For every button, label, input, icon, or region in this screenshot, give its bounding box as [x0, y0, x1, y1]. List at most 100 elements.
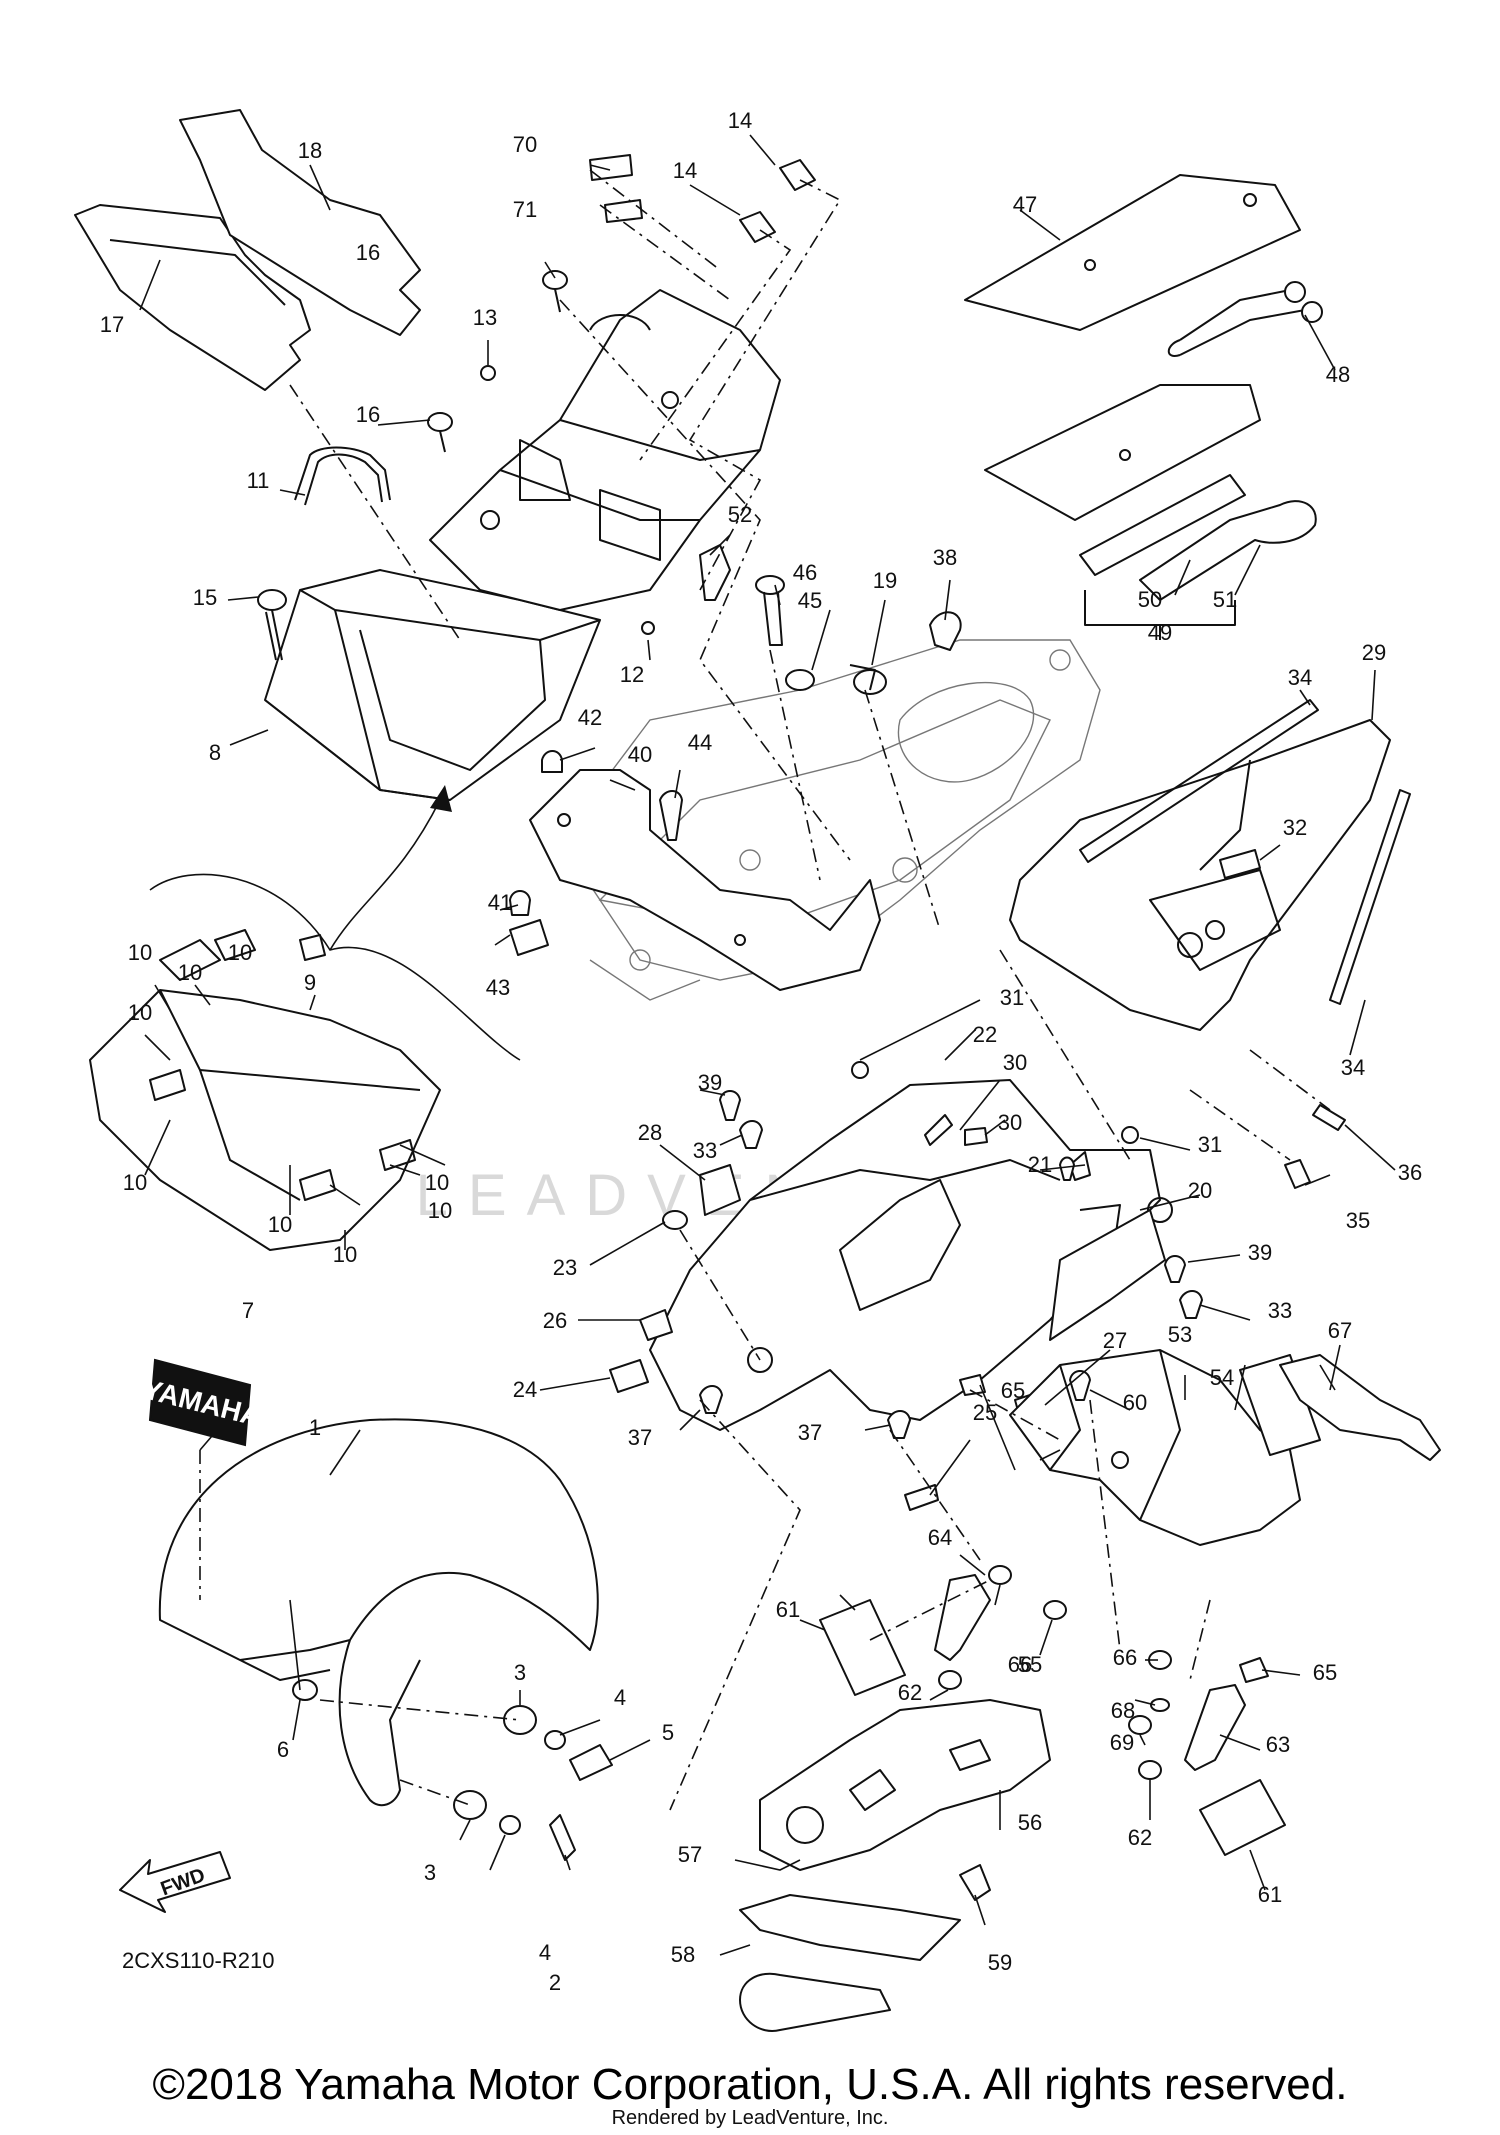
callout-37: 37: [798, 1420, 822, 1445]
nut-31a: [851, 1061, 869, 1079]
nut-55: [1043, 1600, 1067, 1620]
clip-59: [959, 1864, 991, 1901]
nut-62a: [938, 1670, 962, 1690]
callout-32: 32: [1283, 815, 1307, 840]
callout-10: 10: [428, 1198, 452, 1223]
damper-4a: [544, 1730, 566, 1750]
callout-65: 65: [1313, 1660, 1337, 1685]
battery-strap-11: [294, 446, 391, 506]
block-43: [509, 919, 549, 956]
callout-69: 69: [1110, 1730, 1134, 1755]
nut-13: [480, 365, 496, 381]
seat-tray-assembly: [429, 289, 781, 611]
callout-14: 14: [673, 158, 697, 183]
callout-31: 31: [1000, 985, 1024, 1010]
callout-66: 66: [1008, 1652, 1032, 1677]
callout-63: 63: [1266, 1732, 1290, 1757]
tail-cowl-29: [1009, 719, 1391, 1031]
tool-bag-49: [984, 384, 1261, 521]
inset-arrow: [329, 799, 441, 951]
nut-31b: [1121, 1126, 1139, 1144]
clips-14: [739, 159, 816, 243]
callout-33: 33: [1268, 1298, 1292, 1323]
screw-44: [659, 790, 683, 841]
fwd-arrow-icon: FWD: [119, 1851, 231, 1913]
callout-30: 30: [998, 1110, 1022, 1135]
callout-47: 47: [1013, 192, 1037, 217]
callout-23: 23: [553, 1255, 577, 1280]
callout-35: 35: [1346, 1208, 1370, 1233]
callout-29: 29: [1362, 640, 1386, 665]
collar-3a: [503, 1705, 537, 1735]
callout-10: 10: [333, 1242, 357, 1267]
inset-arrowhead-icon: [430, 785, 452, 812]
rivet-37b: [887, 1410, 911, 1439]
callout-21: 21: [1028, 1152, 1052, 1177]
bolt-2: [549, 1814, 576, 1861]
callout-58: 58: [671, 1942, 695, 1967]
collar-3b: [453, 1790, 487, 1820]
rivet-33a: [739, 1120, 763, 1149]
callout-1: 1: [309, 1415, 321, 1440]
clip-25: [904, 1484, 939, 1511]
callout-49: 49: [1148, 620, 1172, 645]
washer-45: [785, 669, 815, 691]
callout-18: 18: [298, 138, 322, 163]
callout-62: 62: [1128, 1825, 1152, 1850]
copyright-notice: ©2018 Yamaha Motor Corporation, U.S.A. A…: [152, 2060, 1348, 2109]
callout-10: 10: [425, 1170, 449, 1195]
callout-3: 3: [514, 1660, 526, 1685]
callout-4: 4: [539, 1940, 551, 1965]
callout-9: 9: [304, 970, 316, 995]
strip-34-lower: [1329, 789, 1411, 1005]
grommet-42: [541, 750, 563, 773]
callout-53: 53: [1168, 1322, 1192, 1347]
clip-28: [699, 1164, 741, 1216]
callout-27: 27: [1103, 1328, 1127, 1353]
callout-39: 39: [1248, 1240, 1272, 1265]
bracket-63: [1184, 1684, 1246, 1771]
callout-31: 31: [1198, 1132, 1222, 1157]
nut-12: [641, 621, 655, 635]
callout-28: 28: [638, 1120, 662, 1145]
screw-41: [509, 890, 531, 916]
callout-54: 54: [1210, 1365, 1234, 1390]
callout-16: 16: [356, 402, 380, 427]
assembly-lines: [199, 169, 1331, 1811]
callout-62: 62: [898, 1680, 922, 1705]
callout-8: 8: [209, 740, 221, 765]
callout-5: 5: [662, 1720, 674, 1745]
damper-36: [1312, 1104, 1346, 1131]
callout-17: 17: [100, 312, 124, 337]
callout-44: 44: [688, 730, 712, 755]
reflector-54: [1239, 1354, 1321, 1456]
rivet-16-upper: [542, 270, 568, 313]
callout-43: 43: [486, 975, 510, 1000]
callout-10: 10: [123, 1170, 147, 1195]
callout-66: 66: [1113, 1645, 1137, 1670]
callout-11: 11: [247, 468, 270, 493]
bolt-15: [257, 589, 287, 661]
callout-34: 34: [1341, 1055, 1365, 1080]
nut-6: [292, 1679, 318, 1701]
plug-22: [924, 1114, 953, 1146]
rendered-by-credit: Rendered by LeadVenture, Inc.: [611, 2107, 889, 2129]
callout-25: 25: [973, 1400, 997, 1425]
front-fender-1: [158, 1418, 599, 1807]
bolt-65a: [959, 1374, 986, 1396]
callout-13: 13: [473, 305, 497, 330]
tool-pouch-47: [964, 174, 1301, 331]
callout-7: 7: [242, 1298, 254, 1323]
callout-26: 26: [543, 1308, 567, 1333]
license-bracket-56: [759, 1699, 1051, 1871]
callout-6: 6: [277, 1737, 289, 1762]
bracket-67: [1279, 1354, 1441, 1461]
bolt-65b: [1239, 1657, 1269, 1683]
callout-61: 61: [776, 1597, 800, 1622]
pad-24: [609, 1359, 649, 1393]
callout-59: 59: [988, 1950, 1012, 1975]
yamaha-decal-7: YAMAHA: [140, 1358, 264, 1447]
callout-38: 38: [933, 545, 957, 570]
callout-14: 14: [728, 108, 752, 133]
callout-48: 48: [1326, 362, 1350, 387]
